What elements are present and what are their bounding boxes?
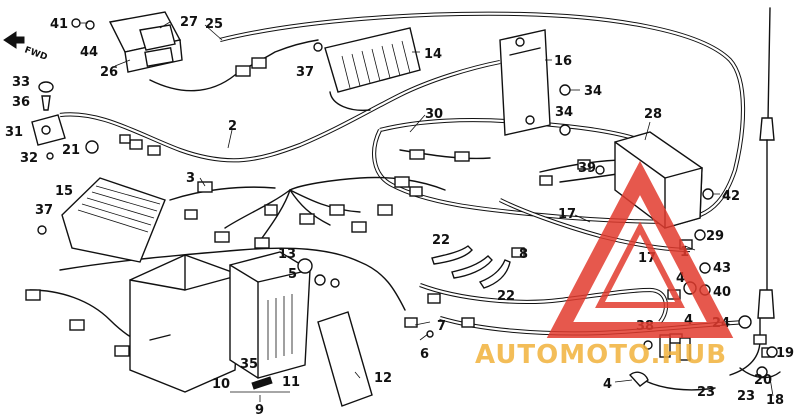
callout-10: 10 <box>212 377 230 392</box>
callout-25: 25 <box>205 17 223 32</box>
part-39-icon <box>595 165 605 175</box>
part-34b-icon <box>559 124 571 136</box>
wire-harness <box>29 11 781 391</box>
leader-lines <box>80 21 774 402</box>
callout-17a: 17 <box>558 207 576 222</box>
callout-34b: 34 <box>555 105 573 120</box>
grommet-21-icon <box>85 140 99 154</box>
callout-14: 14 <box>424 47 442 62</box>
callout-9: 9 <box>255 403 264 418</box>
callout-33: 33 <box>12 75 30 90</box>
callout-31: 31 <box>5 125 23 140</box>
callout-4c: 4 <box>603 377 612 392</box>
callout-5: 5 <box>288 267 297 282</box>
callout-3: 3 <box>186 171 195 186</box>
callout-21: 21 <box>62 143 80 158</box>
connectors <box>25 57 775 358</box>
part-38-icon <box>643 340 653 350</box>
box-28 <box>614 131 703 229</box>
bracket-16 <box>499 29 551 136</box>
callout-23a: 23 <box>697 385 715 400</box>
callout-42: 42 <box>722 189 740 204</box>
callout-32: 32 <box>20 151 38 166</box>
callout-41: 41 <box>50 17 68 32</box>
callout-4b: 4 <box>684 313 693 328</box>
callout-36: 36 <box>12 95 30 110</box>
fwd-arrow-icon <box>3 31 25 49</box>
callout-2: 2 <box>228 119 237 134</box>
callout-27: 27 <box>180 15 198 30</box>
cap-33-icon <box>38 81 54 93</box>
callout-16: 16 <box>554 54 572 69</box>
callout-12: 12 <box>374 371 392 386</box>
meter-assembly <box>108 11 183 73</box>
part-29-icon <box>694 229 706 241</box>
callout-23b: 23 <box>737 389 755 404</box>
callout-35: 35 <box>240 357 258 372</box>
part-42-icon <box>702 188 714 200</box>
callout-20: 20 <box>754 373 772 388</box>
switch-31 <box>31 114 66 146</box>
callout-11: 11 <box>282 375 300 390</box>
callout-39: 39 <box>578 161 596 176</box>
callout-37a: 37 <box>296 65 314 80</box>
callout-22b: 22 <box>497 289 515 304</box>
bolt-35-icon <box>251 376 273 390</box>
washer-44-icon <box>85 20 95 30</box>
callout-18: 18 <box>766 393 784 408</box>
callout-43: 43 <box>713 261 731 276</box>
callout-30: 30 <box>425 107 443 122</box>
watermark: AUTOMOTO.HUB <box>475 160 734 370</box>
callout-29: 29 <box>706 229 724 244</box>
antenna <box>756 7 778 378</box>
part-43-icon <box>699 262 711 274</box>
screw-32-icon <box>46 152 54 160</box>
part-34a-icon <box>559 84 571 96</box>
callout-37b: 37 <box>35 203 53 218</box>
callout-4a: 4 <box>676 271 685 286</box>
callout-8: 8 <box>519 247 528 262</box>
watermark-text: AUTOMOTO.HUB <box>475 340 727 370</box>
screw-37b-icon <box>37 225 47 235</box>
callout-26: 26 <box>100 65 118 80</box>
callout-40: 40 <box>713 285 731 300</box>
callout-44: 44 <box>80 45 98 60</box>
plug-caps-22 <box>431 245 511 289</box>
collar-5a-icon <box>314 274 326 286</box>
callout-15: 15 <box>55 184 73 199</box>
callout-34a: 34 <box>584 84 602 99</box>
unit-11 <box>229 251 311 379</box>
cover-15 <box>61 177 166 263</box>
screw-41-icon <box>71 18 81 28</box>
screw-37a-icon <box>313 42 323 52</box>
part-6-icon <box>426 330 434 338</box>
callout-13: 13 <box>278 247 296 262</box>
callout-28: 28 <box>644 107 662 122</box>
callout-6: 6 <box>420 347 429 362</box>
callout-19: 19 <box>776 346 794 361</box>
control-unit-14 <box>324 27 421 112</box>
ignitor-10 <box>129 254 241 393</box>
collar-5b-icon <box>330 278 340 288</box>
fwd-label: FWD <box>23 45 49 62</box>
callout-22a: 22 <box>432 233 450 248</box>
plate-12 <box>317 311 373 407</box>
grommet-13-icon <box>297 258 313 274</box>
callout-7: 7 <box>437 319 446 334</box>
watermark-triangle-icon <box>546 160 734 338</box>
bolt-36-icon <box>41 95 51 111</box>
